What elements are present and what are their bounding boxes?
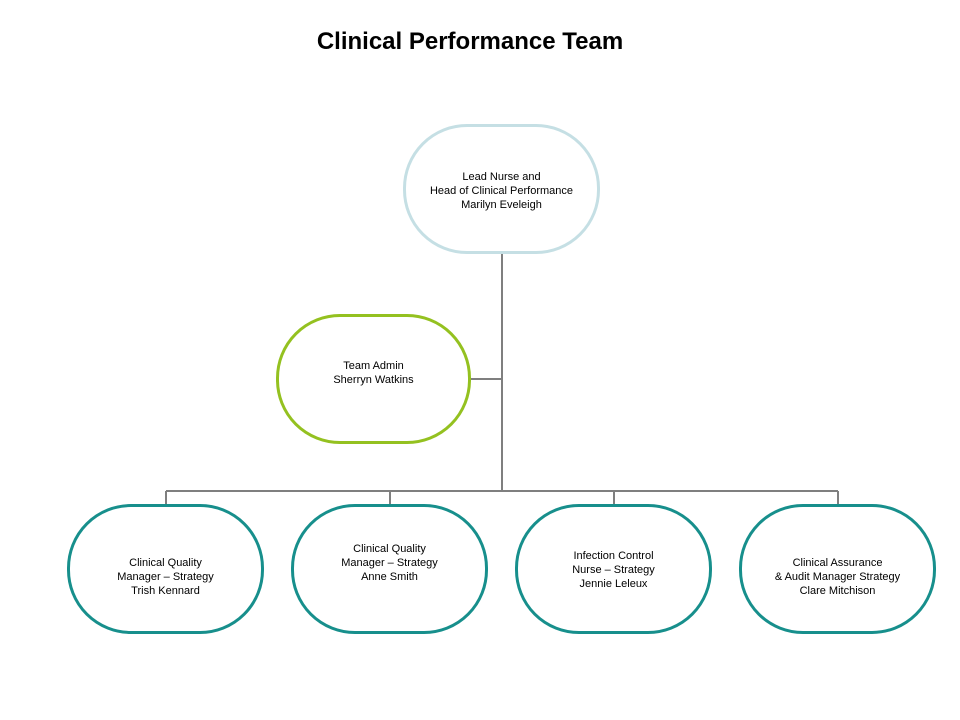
admin-node: Team Admin Sherryn Watkins bbox=[276, 314, 471, 444]
lead-role-line-2: Head of Clinical Performance bbox=[429, 185, 574, 197]
lead-role-line-1: Lead Nurse and bbox=[462, 171, 541, 183]
page-title: Clinical Performance Team bbox=[316, 28, 624, 55]
admin-name: Sherryn Watkins bbox=[333, 374, 414, 386]
child-1-line-1: Clinical Quality bbox=[129, 557, 202, 569]
child-2-line-1: Clinical Quality bbox=[353, 543, 426, 555]
child-node-4: Clinical Assurance & Audit Manager Strat… bbox=[739, 504, 936, 634]
child-4-line-2: & Audit Manager Strategy bbox=[774, 571, 901, 583]
child-node-2: Clinical Quality Manager – Strategy Anne… bbox=[291, 504, 488, 634]
child-1-line-2: Manager – Strategy bbox=[117, 571, 214, 583]
child-node-1: Clinical Quality Manager – Strategy Tris… bbox=[67, 504, 264, 634]
child-2-line-2: Manager – Strategy bbox=[341, 557, 438, 569]
child-4-name: Clare Mitchison bbox=[799, 585, 876, 597]
child-3-name: Jennie Leleux bbox=[579, 578, 648, 590]
lead-name: Marilyn Eveleigh bbox=[461, 199, 542, 211]
child-2-name: Anne Smith bbox=[361, 571, 418, 583]
child-3-line-1: Infection Control bbox=[573, 550, 654, 562]
child-node-3: Infection Control Nurse – Strategy Jenni… bbox=[515, 504, 712, 634]
lead-node: Lead Nurse and Head of Clinical Performa… bbox=[403, 124, 600, 254]
admin-role: Team Admin bbox=[343, 360, 404, 372]
child-4-line-1: Clinical Assurance bbox=[792, 557, 883, 569]
child-1-name: Trish Kennard bbox=[131, 585, 200, 597]
child-3-line-2: Nurse – Strategy bbox=[572, 564, 655, 576]
